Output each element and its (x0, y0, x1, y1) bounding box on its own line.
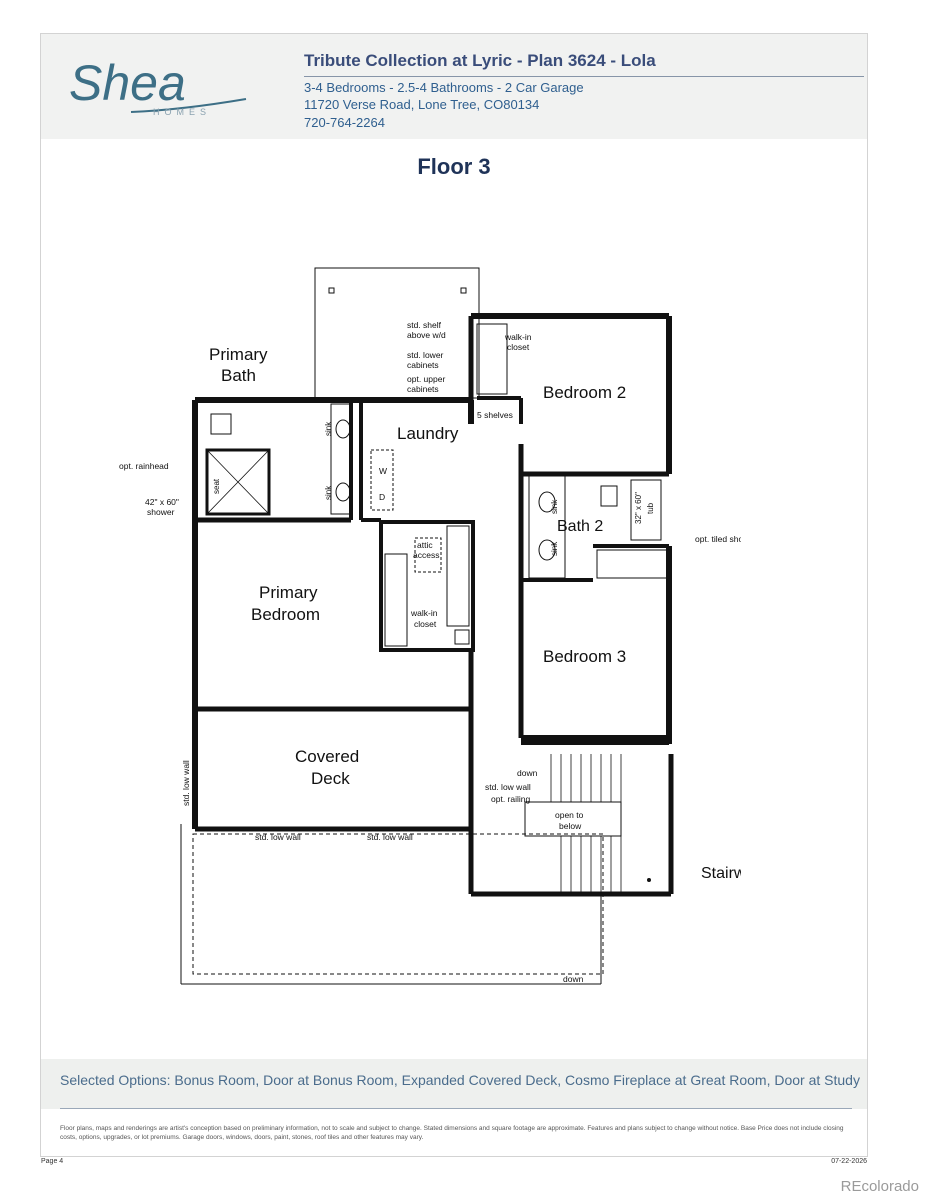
svg-text:Laundry: Laundry (397, 424, 459, 443)
svg-text:32" x 60": 32" x 60" (634, 492, 643, 524)
svg-text:open to: open to (555, 810, 584, 820)
svg-text:seat: seat (212, 478, 221, 494)
shea-homes-logo: Shea HOMES (69, 55, 247, 117)
sheet-header: Shea HOMES Tribute Collection at Lyric -… (41, 34, 867, 139)
svg-text:sink: sink (324, 485, 333, 500)
svg-text:above w/d: above w/d (407, 330, 446, 340)
selected-options-band (41, 1059, 867, 1109)
svg-text:std. shelf: std. shelf (407, 320, 442, 330)
svg-text:walk-in: walk-in (504, 332, 532, 342)
svg-text:closet: closet (414, 619, 437, 629)
svg-text:attic: attic (417, 540, 433, 550)
svg-text:cabinets: cabinets (407, 384, 439, 394)
svg-text:shower: shower (147, 507, 175, 517)
svg-text:Bath: Bath (221, 366, 256, 385)
svg-text:walk-in: walk-in (410, 608, 438, 618)
title-divider (304, 76, 864, 77)
recolorado-watermark: REcolorado (840, 1178, 919, 1195)
svg-text:std. low wall: std. low wall (255, 832, 301, 842)
svg-text:sink: sink (550, 499, 559, 514)
svg-text:Covered: Covered (295, 747, 359, 766)
phone-number: 720-764-2264 (304, 115, 385, 130)
plan-specs: 3-4 Bedrooms - 2.5-4 Bathrooms - 2 Car G… (304, 80, 584, 95)
svg-text:5 shelves: 5 shelves (477, 410, 513, 420)
svg-text:Primary: Primary (209, 345, 268, 364)
svg-text:Stairwell: Stairwell (701, 865, 741, 882)
svg-text:down: down (563, 974, 584, 984)
floor-title: Floor 3 (417, 154, 491, 179)
svg-text:opt. railing: opt. railing (491, 794, 530, 804)
svg-text:Shea: Shea (69, 55, 186, 111)
svg-text:closet: closet (507, 342, 530, 352)
floor-plan-sheet: Shea HOMES Tribute Collection at Lyric -… (40, 33, 868, 1165)
svg-text:Bedroom 2: Bedroom 2 (543, 383, 626, 402)
svg-text:42" x 60": 42" x 60" (145, 497, 179, 507)
svg-text:Bedroom 3: Bedroom 3 (543, 647, 626, 666)
svg-text:std. low wall: std. low wall (181, 760, 191, 806)
svg-text:opt. tiled shower pan: opt. tiled shower pan (695, 534, 741, 544)
svg-text:Bedroom: Bedroom (251, 605, 320, 624)
svg-text:sink: sink (550, 541, 559, 556)
floor-plan-drawing: Primary Bath Primary Bedroom Covered Dec… (119, 267, 741, 985)
disclaimer: Floor plans, maps and renderings are art… (60, 1125, 844, 1141)
svg-text:below: below (559, 821, 582, 831)
svg-text:access: access (413, 550, 439, 560)
community-plan-title: Tribute Collection at Lyric - Plan 3624 … (304, 51, 656, 70)
svg-text:std. lower: std. lower (407, 350, 444, 360)
page-date: 07-22-2026 (831, 1158, 867, 1165)
balcony-outline (314, 267, 480, 399)
svg-text:std. low wall: std. low wall (485, 782, 531, 792)
svg-text:Deck: Deck (311, 769, 350, 788)
svg-text:sink: sink (324, 421, 333, 436)
svg-text:Primary: Primary (259, 583, 318, 602)
selected-options: Selected Options: Bonus Room, Door at Bo… (60, 1072, 860, 1088)
svg-text:HOMES: HOMES (153, 107, 211, 117)
page-number: Page 4 (41, 1158, 64, 1165)
svg-text:cabinets: cabinets (407, 360, 439, 370)
svg-text:D: D (379, 492, 385, 502)
svg-text:opt. upper: opt. upper (407, 374, 445, 384)
svg-text:down: down (517, 768, 538, 778)
svg-text:tub: tub (646, 502, 655, 514)
svg-text:Bath 2: Bath 2 (557, 518, 603, 535)
options-divider (60, 1108, 852, 1109)
svg-text:std. low wall: std. low wall (367, 832, 413, 842)
community-address: 11720 Verse Road, Lone Tree, CO80134 (304, 97, 540, 112)
svg-text:opt. rainhead: opt. rainhead (119, 461, 169, 471)
svg-text:W: W (379, 466, 387, 476)
